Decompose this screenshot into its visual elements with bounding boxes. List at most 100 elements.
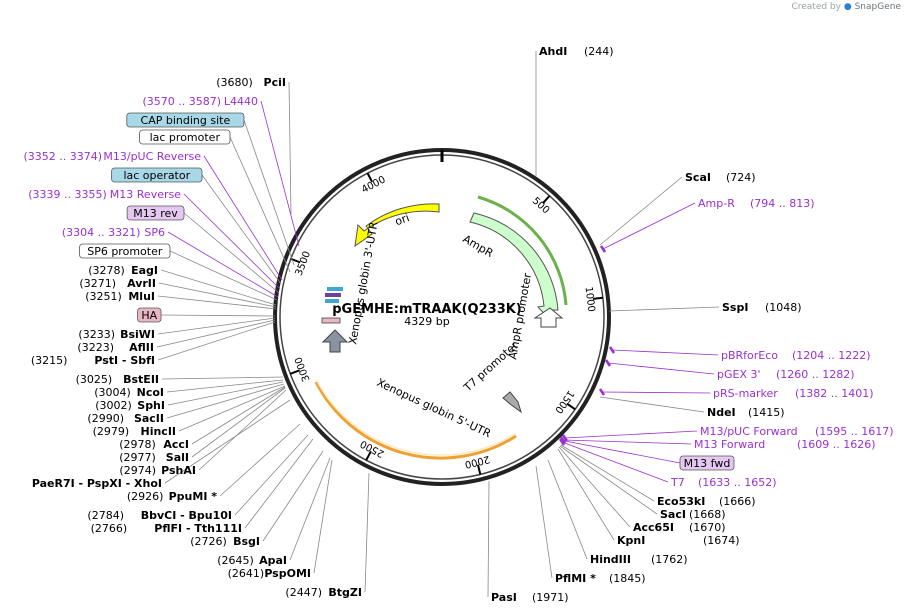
site-position: (2974) [119,464,156,477]
leader-line [191,386,286,445]
leader-line [559,445,658,515]
site-position: (2978) [119,438,156,451]
leader-line [157,317,276,335]
site-position: (3570 .. 3587) [142,95,221,108]
tick-mark-1500 [566,402,576,411]
leader-line [234,434,309,516]
enzyme-label-aflii: AflII [129,341,154,354]
enzyme-label-pflmi-: PflMI * [555,572,596,585]
left-labels: PciI(3680)L4440(3570 .. 3587)CAP binding… [23,76,362,599]
enzyme-label-hincii: HincII [140,425,176,438]
site-position: (1762) [651,553,688,566]
snapgene-credit: Created by ● SnapGene [791,2,901,12]
site-position: (3251) [85,290,122,303]
site-position: (1674) [703,534,740,547]
utr5-arc [314,381,517,460]
site-position: (1971) [532,591,569,604]
primer-label-m13-puc-forward: M13/pUC Forward [700,425,798,438]
primer-site-mark [558,438,566,446]
leader-line [611,349,719,356]
primer-label-t7: T7 [670,476,685,489]
m13-rev-block [325,293,341,297]
feature-box-label: lac promoter [150,131,221,144]
plasmid-name: pGEMHE:mTRAAK(Q233K) [332,302,522,317]
tick-mark-2500 [365,450,372,461]
right-labels: AhdI(244)ScaI(724)Amp-R(794 .. 813)SspI(… [491,45,894,604]
t7-promoter-label: T7 promoter [461,339,522,395]
enzyme-label-bsgi: BsgI [233,535,260,548]
site-position: (3215) [31,354,68,367]
leader-line [607,362,715,375]
site-position: (1670) [689,521,726,534]
leader-line [564,430,698,439]
sp6-promoter-block [325,299,339,303]
site-position: (1415) [748,406,785,419]
primer-site-mark [559,436,567,444]
enzyme-label-ndei: NdeI [707,406,736,419]
enzyme-label-bsiwi: BsiWI [120,328,155,341]
site-position: (2784) [87,509,124,522]
primer-label-m13-forward: M13 Forward [694,438,765,451]
site-position: (1609 .. 1626) [797,438,876,451]
enzyme-label-ahdi: AhdI [539,45,567,58]
leader-line [166,383,285,419]
leader-line [183,212,280,294]
plasmid-size: 4329 bp [404,315,449,328]
right-leader-lines [487,51,720,598]
leader-line [167,231,279,298]
leader-line [487,480,490,598]
tick-label-4000: 4000 [360,174,388,195]
tick-mark-3000 [289,369,300,375]
leader-line [243,119,295,266]
ampr-label: AmpR [461,232,496,260]
site-position: (3004) [94,386,131,399]
site-position: (2726) [190,535,227,548]
site-position: (2645) [217,554,254,567]
ampr-outer-band [477,195,568,306]
leader-line [164,399,291,484]
primer-label-pbrforeco: pBRforEco [721,349,778,362]
primer-label-pgex-3-: pGEX 3' [717,368,761,381]
enzyme-label-scai: ScaI [685,171,711,184]
leader-line [557,448,615,541]
primer-site-mark [599,245,607,253]
enzyme-label-sphi: SphI [137,399,165,412]
enzyme-label-saci: SacI [660,508,686,521]
snapgene-logo-icon: ● [843,2,852,12]
primer-site-mark [608,346,616,354]
enzyme-label-sspi: SspI [722,301,748,314]
site-position: (724) [726,171,756,184]
site-position: (1595 .. 1617) [815,425,894,438]
leader-line [547,459,588,560]
site-position: (2926) [127,490,164,503]
primer-label-sp6: SP6 [144,226,165,239]
primer-label-m13-reverse: M13 Reverse [110,188,181,201]
enzyme-label-eagi: EagI [131,264,158,277]
site-position: (3680) [216,76,253,89]
site-position: (1382 .. 1401) [795,387,874,400]
enzyme-label-bbvci-bpu10i: BbvCI - Bpu10I [141,509,232,522]
leader-line [166,379,284,393]
enzyme-label-btgzi: BtgZI [328,586,362,599]
feature-box-lac-promoter [139,129,231,145]
feature-box-label: M13 fwd [684,457,731,470]
site-position: (2447) [285,586,322,599]
leader-line [599,396,705,413]
leader-line [157,321,276,361]
feature-box-m13-fwd [679,455,735,471]
site-position: (1260 .. 1282) [776,368,855,381]
feature-box-ha [137,307,162,323]
leader-line [167,381,284,406]
ori-arrow [354,203,440,248]
enzyme-label-pspomi: PspOMI [264,567,311,580]
leader-line [191,387,286,458]
leader-line [535,465,553,579]
lac-operator-block [327,287,343,291]
primer-label-l4440: L4440 [224,95,258,108]
leader-line [558,446,631,528]
leader-line [599,176,683,246]
feature-box-lac-operator [111,167,203,183]
tick-label-3000: 3000 [293,355,312,383]
leader-line [562,439,692,445]
